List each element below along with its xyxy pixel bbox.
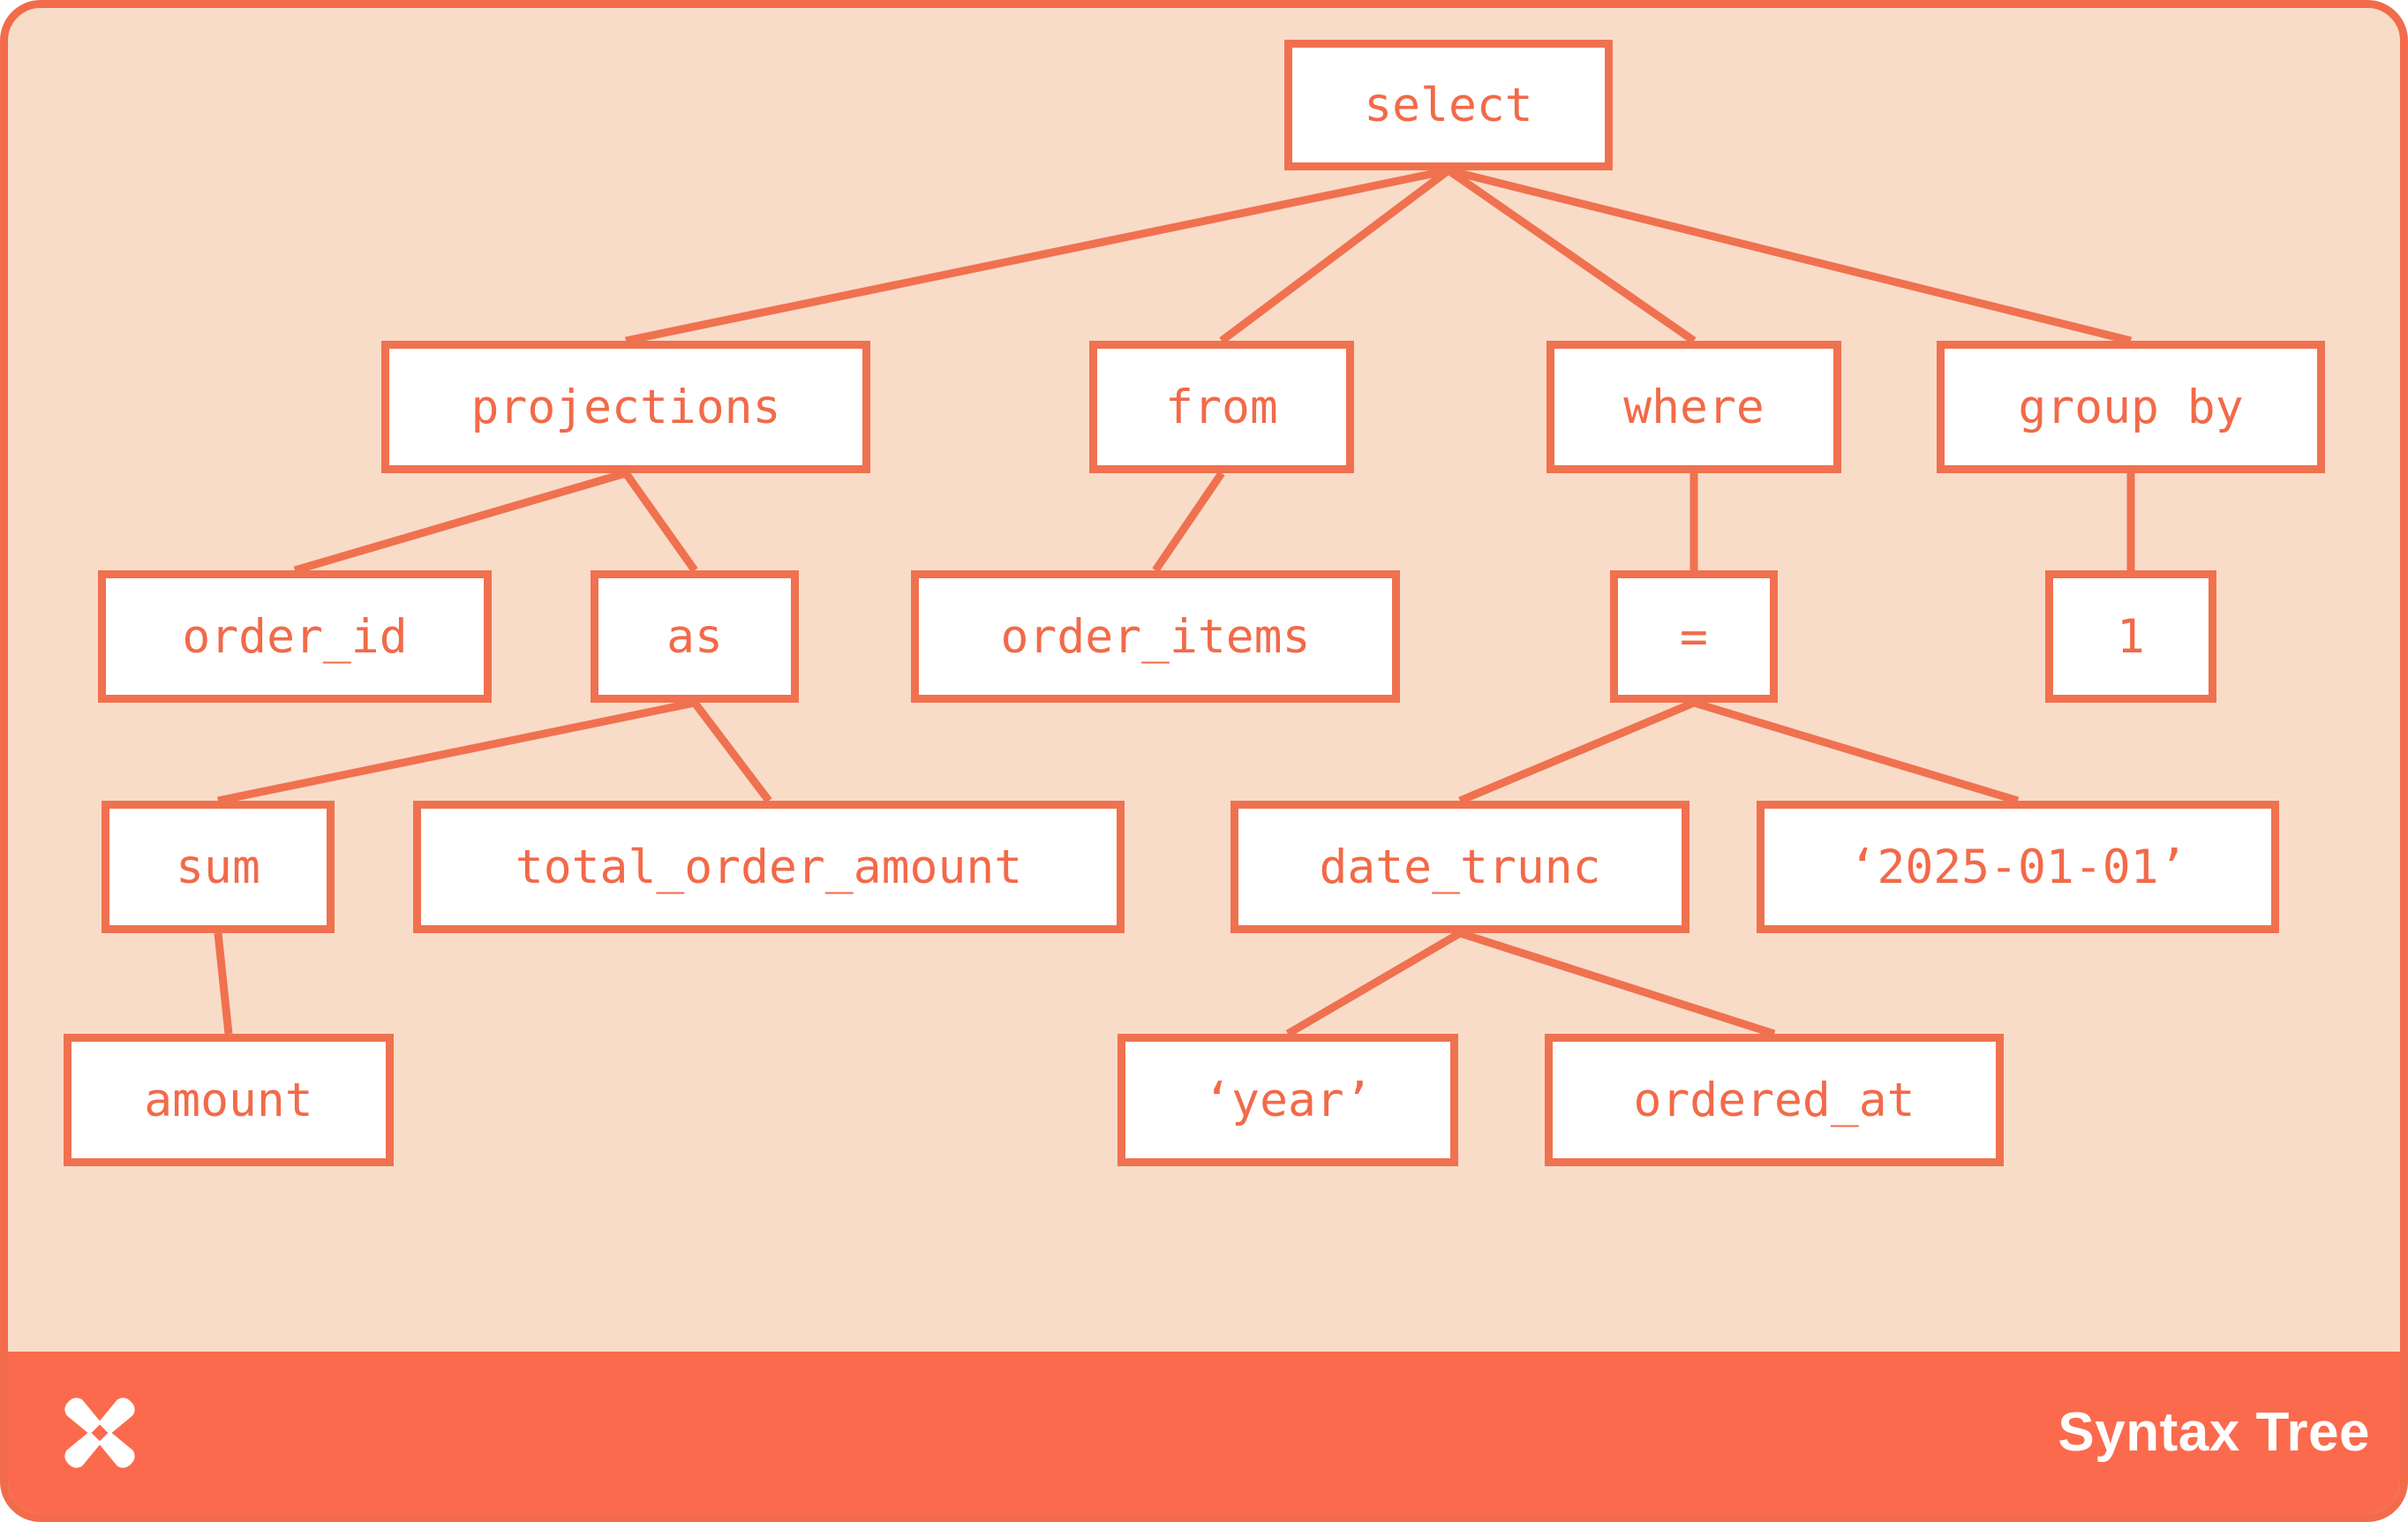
footer-bar: Syntax Tree	[8, 1352, 2400, 1514]
tree-edge-projections-to-order_id	[293, 469, 628, 575]
tree-edge-eq-to-date_trunc	[1458, 698, 1696, 805]
tree-node-select[interactable]: select	[1284, 40, 1613, 170]
tree-node-group_by[interactable]: group by	[1937, 341, 2325, 473]
tree-edge-select-to-projections	[625, 166, 1449, 345]
tree-node-amount[interactable]: amount	[64, 1034, 394, 1166]
tree-edges	[214, 166, 2135, 1038]
tree-edge-sum-to-amount	[214, 932, 233, 1035]
tree-node-from[interactable]: from	[1089, 341, 1354, 473]
tree-edge-projections-to-as	[622, 471, 698, 573]
tree-canvas: select projections from where group by order_…	[8, 8, 2400, 1368]
tree-node-date_trunc[interactable]: date_trunc	[1230, 801, 1689, 933]
tree-edge-date_trunc-to-year_literal	[1285, 930, 1463, 1037]
tree-node-where[interactable]: where	[1546, 341, 1841, 473]
tree-edge-eq-to-date_literal	[1692, 698, 2020, 805]
tree-edge-select-to-group_by	[1447, 166, 2133, 345]
tree-edge-date_trunc-to-ordered_at	[1458, 929, 1776, 1038]
x-star-logo-icon	[64, 1398, 135, 1468]
tree-edge-as-to-total_order_amount	[691, 700, 772, 803]
tree-node-ordered_at[interactable]: ordered_at	[1545, 1034, 2004, 1166]
tree-edge-from-to-order_items	[1152, 471, 1225, 573]
tree-node-as[interactable]: as	[591, 570, 799, 703]
tree-node-date_literal[interactable]: ‘2025-01-01’	[1757, 801, 2279, 933]
tree-node-projections[interactable]: projections	[381, 341, 870, 473]
tree-node-total_order_amount[interactable]: total_order_amount	[413, 801, 1125, 933]
tree-edge-as-to-sum	[217, 698, 696, 805]
tree-node-year_literal[interactable]: ‘year’	[1117, 1034, 1458, 1166]
tree-node-sum[interactable]: sum	[102, 801, 335, 933]
tree-edge-select-to-from	[1219, 167, 1451, 344]
tree-edge-select-to-where	[1446, 167, 1697, 344]
tree-node-eq[interactable]: =	[1610, 570, 1778, 703]
footer-title: Syntax Tree	[2058, 1402, 2370, 1463]
tree-node-one[interactable]: 1	[2045, 570, 2216, 703]
tree-node-order_id[interactable]: order_id	[98, 570, 492, 703]
tree-node-order_items[interactable]: order_items	[911, 570, 1400, 703]
